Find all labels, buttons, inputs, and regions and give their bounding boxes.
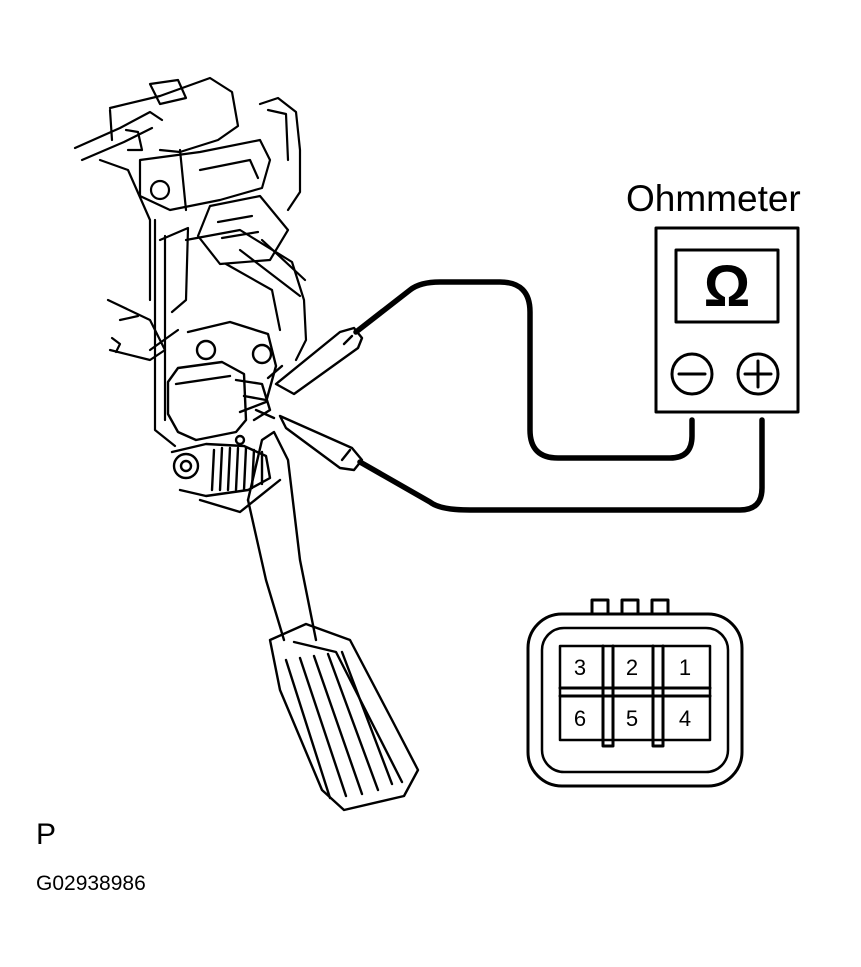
connector-pin-label: 5 — [626, 706, 638, 731]
corner-mark: P — [36, 818, 57, 851]
ohmmeter-label: Ohmmeter — [626, 178, 801, 219]
test-leads — [353, 279, 765, 513]
connector-face-icon — [526, 598, 744, 788]
ohmmeter — [654, 226, 800, 414]
connector-pin-label: 1 — [679, 655, 691, 680]
plus-terminal-icon — [736, 352, 780, 396]
minus-terminal-icon — [670, 352, 714, 396]
pedal-arm-icon — [246, 430, 420, 812]
connector-pin-label: 6 — [574, 706, 586, 731]
ohmmeter-display — [674, 248, 780, 324]
connector-pin-label: 3 — [574, 655, 586, 680]
figure-id: G02938986 — [36, 872, 146, 895]
connector-pin-grid — [558, 644, 712, 742]
ohm-symbol: Ω — [704, 254, 751, 319]
position-sensor-icon — [166, 320, 282, 514]
test-probe-icon — [254, 326, 364, 472]
connector-pin-label: 4 — [679, 706, 691, 731]
accelerator-pedal-assembly-icon — [73, 76, 308, 448]
connector-pin-label: 2 — [626, 655, 638, 680]
ohmmeter-body — [654, 226, 800, 414]
